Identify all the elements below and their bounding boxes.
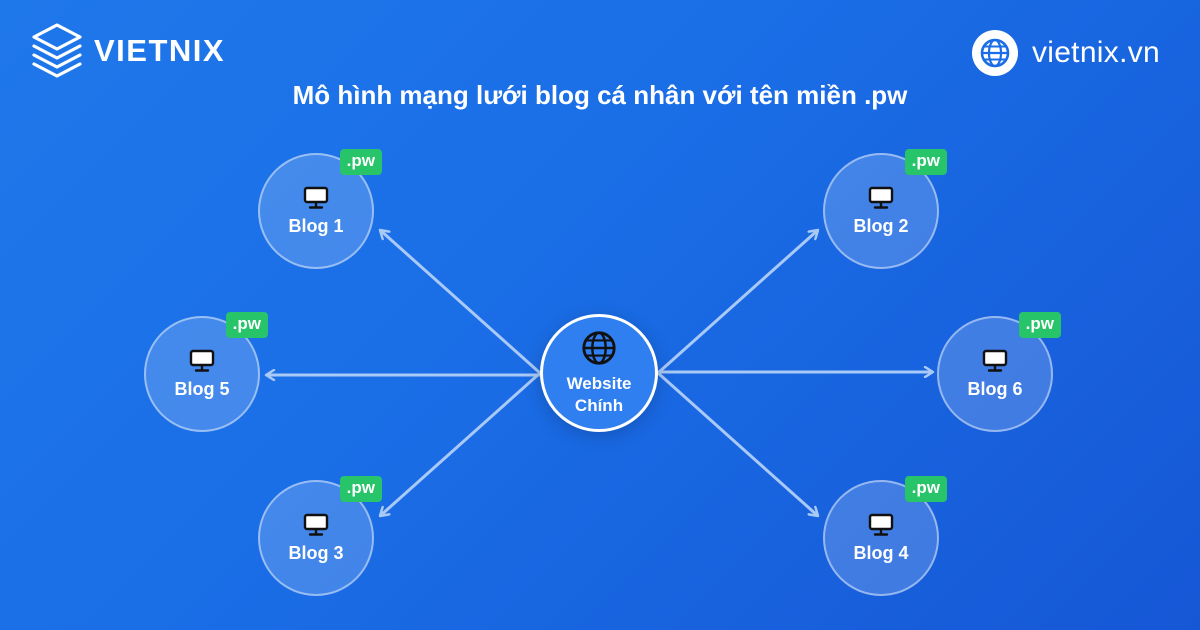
- domain-badge: .pw: [1018, 312, 1061, 338]
- monitor-icon: [303, 513, 329, 536]
- brand-name: VIETNIX: [94, 33, 226, 68]
- blog-node-2: .pw Blog 2: [823, 149, 947, 269]
- stacked-layers-logo-icon: [32, 23, 82, 78]
- domain-badge: .pw: [904, 149, 947, 175]
- arrow-to-blog-3: [380, 371, 541, 516]
- arrow-to-blog-4: [657, 371, 818, 516]
- arrow-to-blog-2: [657, 230, 818, 375]
- blog-label: Blog 3: [288, 542, 344, 563]
- blog-node-1: .pw Blog 1: [258, 149, 382, 269]
- blog-label: Blog 4: [853, 542, 909, 563]
- domain-badge: .pw: [339, 149, 382, 175]
- main-website-node: Website Chính: [540, 314, 658, 432]
- blog-label: Blog 1: [288, 215, 344, 236]
- monitor-icon: [868, 186, 894, 209]
- diagram-title: Mô hình mạng lưới blog cá nhân với tên m…: [292, 80, 908, 110]
- blog-node-5: .pw Blog 5: [144, 312, 268, 432]
- blog-label: Blog 2: [853, 215, 909, 236]
- blog-label: Blog 5: [174, 378, 230, 399]
- domain-badge: .pw: [339, 476, 382, 502]
- monitor-icon: [868, 513, 894, 536]
- domain-badge: .pw: [225, 312, 268, 338]
- globe-icon: [971, 30, 1018, 76]
- domain-badge: .pw: [904, 476, 947, 502]
- globe-icon: [582, 331, 616, 365]
- arrow-to-blog-1: [380, 230, 541, 375]
- monitor-icon: [303, 186, 329, 209]
- site-url[interactable]: vietnix.vn: [1031, 36, 1160, 69]
- blog-node-4: .pw Blog 4: [823, 476, 947, 596]
- site-link[interactable]: vietnix.vn: [971, 30, 1160, 76]
- monitor-icon: [189, 349, 215, 372]
- blog-label: Blog 6: [967, 378, 1023, 399]
- main-website-label: Website Chính: [566, 374, 632, 415]
- monitor-icon: [982, 349, 1008, 372]
- blog-node-3: .pw Blog 3: [258, 476, 382, 596]
- brand-logo: VIETNIX: [30, 22, 225, 80]
- blog-node-6: .pw Blog 6: [937, 312, 1061, 432]
